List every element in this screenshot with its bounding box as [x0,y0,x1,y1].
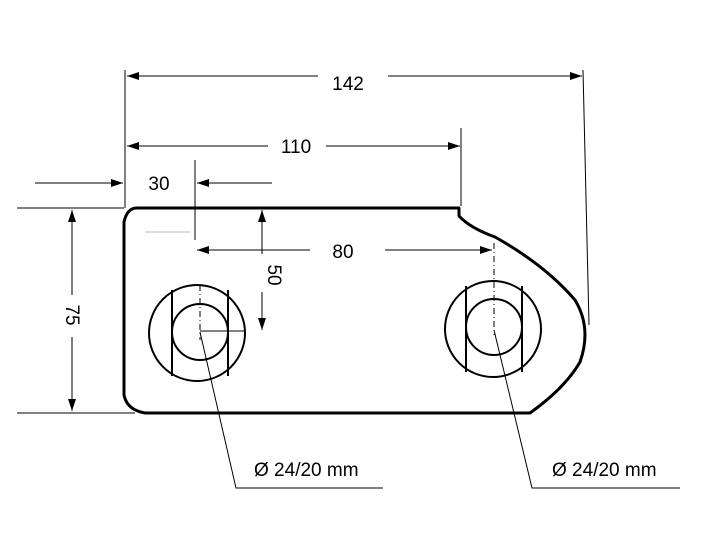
right-hole [444,243,542,378]
dimension-80: 80 [197,242,492,263]
extension-lines [17,69,590,414]
left-hole [148,284,246,382]
dimension-30: 30 [35,174,272,195]
part-outline [122,206,587,415]
dimension-110-label: 110 [281,137,311,158]
dimension-30-label: 30 [148,174,169,195]
left-hole-label: Ø 24/20 mm [254,460,359,481]
left-hole-leader: Ø 24/20 mm [199,331,383,489]
dimension-142: 142 [127,72,582,95]
right-hole-label: Ø 24/20 mm [552,460,657,481]
dimension-142-label: 142 [332,74,364,95]
dimension-50-label: 50 [263,264,284,285]
left-hole-outer [148,284,246,382]
dimension-50: 50 [258,210,284,330]
dimension-75: 75 [61,210,82,411]
right-hole-outer [444,280,542,378]
right-hole-leader: Ø 24/20 mm [493,329,680,489]
dimension-75-label: 75 [61,304,82,325]
dimension-80-label: 80 [332,242,353,263]
dimension-110: 110 [127,137,460,158]
